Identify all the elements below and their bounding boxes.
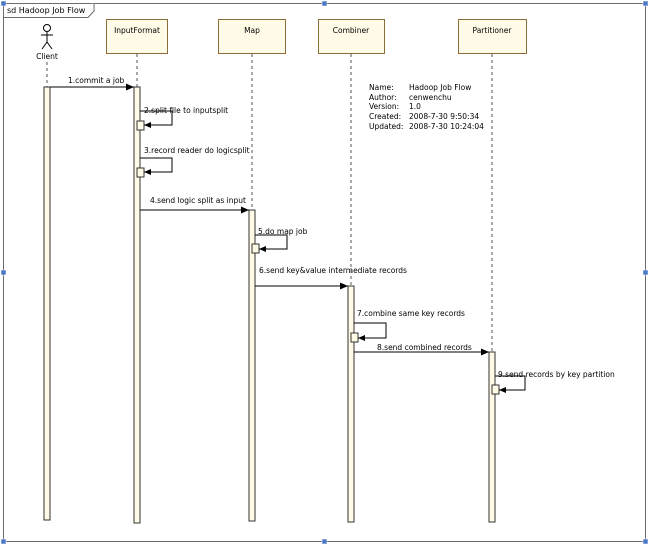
lifeline-combiner-label: Combiner — [333, 26, 370, 35]
info-author-value: cenwenchu — [409, 93, 452, 102]
activation-combiner[interactable] — [347, 285, 355, 523]
message-5-line — [255, 234, 288, 250]
message-6-label: 6.send key&value intermediate records — [259, 266, 407, 275]
message-6[interactable]: 6.send key&value intermediate records — [255, 266, 407, 290]
info-name-value: Hadoop Job Flow — [409, 83, 471, 92]
message-8[interactable]: 8.send combined records — [354, 343, 489, 356]
diagram-info: Name: Hadoop Job Flow Author: cenwenchu … — [369, 83, 484, 131]
frame-label-tab: sd Hadoop Job Flow — [3, 3, 95, 18]
resize-handle-top-middle[interactable] — [321, 0, 328, 7]
resize-handle-bottom-left[interactable] — [0, 538, 7, 545]
activation-client[interactable] — [43, 86, 51, 521]
lifeline-partitioner[interactable]: Partitioner — [458, 19, 527, 54]
actor-client-label: Client — [36, 52, 58, 61]
activation-map[interactable] — [248, 209, 256, 522]
lifeline-inputformat[interactable]: InputFormat — [106, 19, 168, 54]
message-3[interactable]: 3.record reader do logicsplit — [140, 146, 250, 175]
message-8-label: 8.send combined records — [377, 343, 472, 352]
info-updated-key: Updated: — [369, 122, 403, 131]
message-7-line — [354, 322, 387, 339]
message-9-line — [495, 375, 526, 391]
message-7-label: 7.combine same key records — [357, 309, 465, 318]
info-updated-value: 2008-7-30 10:24:04 — [409, 122, 484, 131]
activation-combiner-self[interactable] — [350, 332, 359, 343]
activation-inputformat-self-2[interactable] — [136, 167, 145, 178]
lifeline-map-label: Map — [244, 26, 260, 35]
message-5[interactable]: 5.do map job — [255, 227, 308, 252]
message-9-label: 9.send records by key partition — [498, 370, 615, 379]
activation-inputformat-self-1[interactable] — [136, 120, 145, 131]
message-2-arrowhead — [144, 122, 151, 128]
info-name-key: Name: — [369, 83, 394, 92]
activation-partitioner-self[interactable] — [491, 384, 500, 395]
message-5-label: 5.do map job — [258, 227, 308, 236]
lifeline-partitioner-label: Partitioner — [473, 26, 513, 35]
resize-handle-bottom-middle[interactable] — [321, 538, 328, 545]
resize-handle-middle-left[interactable] — [0, 269, 7, 276]
message-7-arrowhead — [358, 335, 365, 341]
message-5-arrowhead — [259, 246, 266, 252]
info-version-value: 1.0 — [409, 102, 421, 111]
resize-handle-bottom-right[interactable] — [642, 538, 649, 545]
lifeline-map[interactable]: Map — [218, 19, 286, 54]
resize-handle-top-right[interactable] — [642, 0, 649, 7]
message-2[interactable]: 2.split file to inputsplit — [140, 106, 228, 128]
message-3-line — [140, 157, 173, 173]
activation-partitioner[interactable] — [488, 351, 496, 523]
message-1-label: 1.commit a job — [68, 76, 125, 85]
message-3-arrowhead — [144, 169, 151, 175]
lifeline-inputformat-label: InputFormat — [114, 26, 160, 35]
lifeline-partitioner-box — [458, 19, 527, 54]
resize-handle-top-left[interactable] — [0, 0, 7, 7]
info-created-key: Created: — [369, 112, 401, 121]
message-9[interactable]: 9.send records by key partition — [495, 370, 615, 393]
message-4[interactable]: 4.send logic split as input — [140, 196, 249, 214]
message-1[interactable]: 1.commit a job — [50, 76, 134, 91]
activation-map-self[interactable] — [251, 243, 260, 254]
lifeline-map-box — [218, 19, 286, 54]
lifeline-combiner-box — [318, 19, 385, 54]
message-6-arrowhead — [340, 282, 348, 290]
message-3-label: 3.record reader do logicsplit — [144, 146, 250, 155]
message-8-arrowhead — [481, 348, 489, 356]
activation-inputformat[interactable] — [133, 86, 141, 524]
message-7[interactable]: 7.combine same key records — [354, 309, 465, 341]
diagram-frame — [3, 3, 646, 542]
info-author-key: Author: — [369, 93, 397, 102]
info-version-key: Version: — [369, 102, 399, 111]
lifeline-inputformat-box — [106, 19, 168, 54]
resize-handle-middle-right[interactable] — [642, 269, 649, 276]
message-2-label: 2.split file to inputsplit — [144, 106, 228, 115]
message-4-label: 4.send logic split as input — [150, 196, 246, 205]
message-9-arrowhead — [499, 387, 506, 393]
message-1-arrowhead — [126, 83, 134, 91]
lifeline-combiner[interactable]: Combiner — [318, 19, 385, 54]
frame-label: sd Hadoop Job Flow — [7, 6, 86, 15]
message-4-arrowhead — [241, 206, 249, 214]
client-actor-icon[interactable] — [41, 24, 53, 50]
info-created-value: 2008-7-30 9:50:34 — [409, 112, 479, 121]
message-2-line — [140, 110, 173, 126]
